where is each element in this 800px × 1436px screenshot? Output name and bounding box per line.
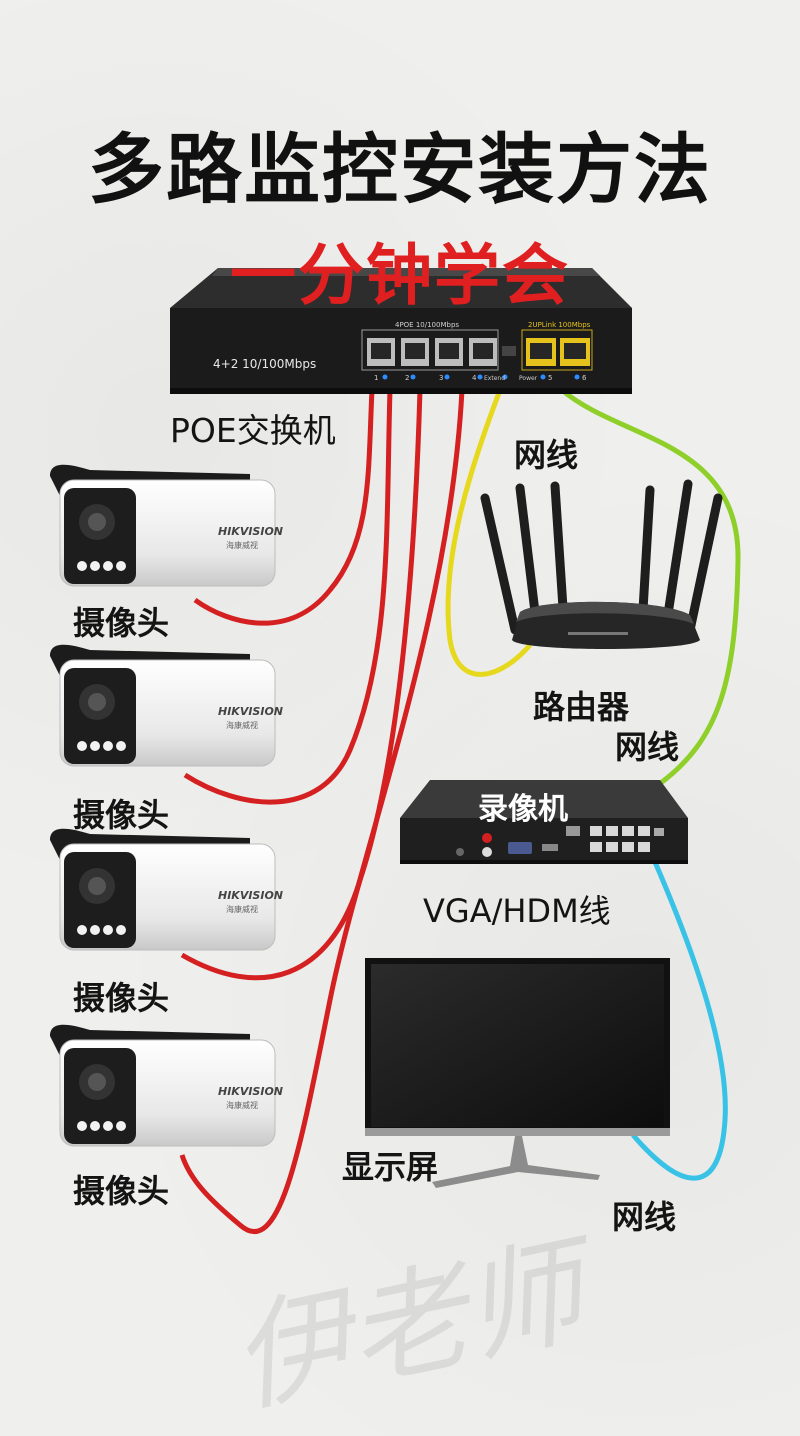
camera-brand: HIKVISION — [218, 525, 283, 538]
page-title: 多路监控安装方法 — [88, 125, 712, 214]
poe-cable-4 — [179, 389, 465, 1234]
cable-label-switch-nvr: 网线 — [615, 728, 680, 766]
camera-brand-cn: 海康威视 — [226, 904, 258, 914]
camera-label-1: 摄像头 — [73, 604, 170, 642]
camera-4: HIKVISION 海康威视 — [50, 1024, 283, 1147]
switch-uplink-text: 2UPLink 100Mbps — [528, 321, 591, 329]
nvr — [400, 780, 688, 864]
monitor-label: 显示屏 — [342, 1148, 439, 1186]
switch-extend-text: Extend — [484, 375, 505, 382]
camera-brand: HIKVISION — [218, 889, 283, 902]
monitor — [365, 958, 670, 1188]
page-subtitle: 一分钟学会 — [230, 237, 570, 314]
router-label: 路由器 — [533, 688, 630, 726]
poe-cables — [179, 389, 465, 1234]
nvr-network-cable — [560, 388, 741, 788]
camera-3: HIKVISION 海康威视 — [50, 828, 283, 951]
camera-2: HIKVISION 海康威视 — [50, 644, 283, 767]
camera-1: HIKVISION 海康威视 — [50, 464, 283, 587]
cable-label-nvr-video: VGA/HDM线 — [423, 892, 611, 930]
camera-label-4: 摄像头 — [73, 1172, 170, 1210]
camera-brand-cn: 海康威视 — [226, 1100, 258, 1110]
router-cable — [445, 389, 532, 677]
poe-switch: 4+2 10/100Mbps 4POE 10/100Mbps 2UPLink 1… — [170, 268, 632, 394]
switch-port-number-2: 2 — [405, 374, 409, 382]
switch-port-number-6: 6 — [582, 374, 587, 382]
poe-cable-1 — [193, 389, 375, 626]
switch-port-number-4: 4 — [472, 374, 477, 382]
monitor-cable — [631, 861, 728, 1181]
poe-cable-2 — [183, 389, 393, 805]
camera-brand: HIKVISION — [218, 705, 283, 718]
switch-model-text: 4+2 10/100Mbps — [213, 357, 316, 371]
nvr-label: 录像机 — [478, 792, 568, 827]
switch-port-number-5: 5 — [548, 374, 552, 382]
camera-brand: HIKVISION — [218, 1085, 283, 1098]
switch-port-number-1: 1 — [374, 374, 378, 382]
camera-label-3: 摄像头 — [73, 979, 170, 1017]
switch-power-text: Power — [519, 375, 538, 382]
cable-label-nvr-monitor: 网线 — [612, 1198, 677, 1236]
cable-label-switch-router: 网线 — [514, 436, 579, 474]
router — [480, 479, 723, 649]
camera-brand-cn: 海康威视 — [226, 720, 258, 730]
switch-label: POE交换机 — [170, 411, 336, 450]
switch-port-number-3: 3 — [439, 374, 443, 382]
camera-brand-cn: 海康威视 — [226, 540, 258, 550]
camera-label-2: 摄像头 — [73, 796, 170, 834]
switch-poe-ports-text: 4POE 10/100Mbps — [395, 321, 459, 329]
